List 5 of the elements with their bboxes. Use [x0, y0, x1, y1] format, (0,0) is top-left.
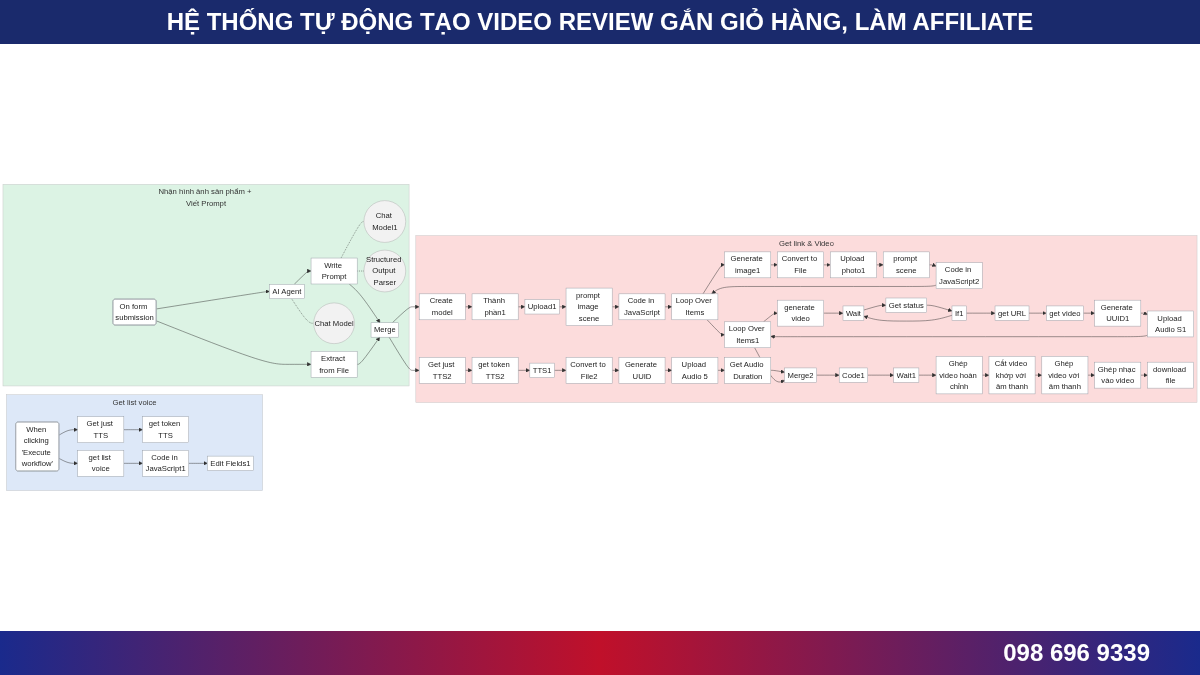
arrow — [465, 304, 473, 309]
arrow — [876, 262, 884, 267]
title: HỆ THỐNG TỰ ĐỘNG TẠO VIDEO REVIEW GẮN GIỎ HÀNG, LÀM AFFILIATE — [166, 8, 1034, 36]
arrow — [929, 262, 937, 267]
phone-number: 098 696 9339 — [1003, 639, 1150, 667]
